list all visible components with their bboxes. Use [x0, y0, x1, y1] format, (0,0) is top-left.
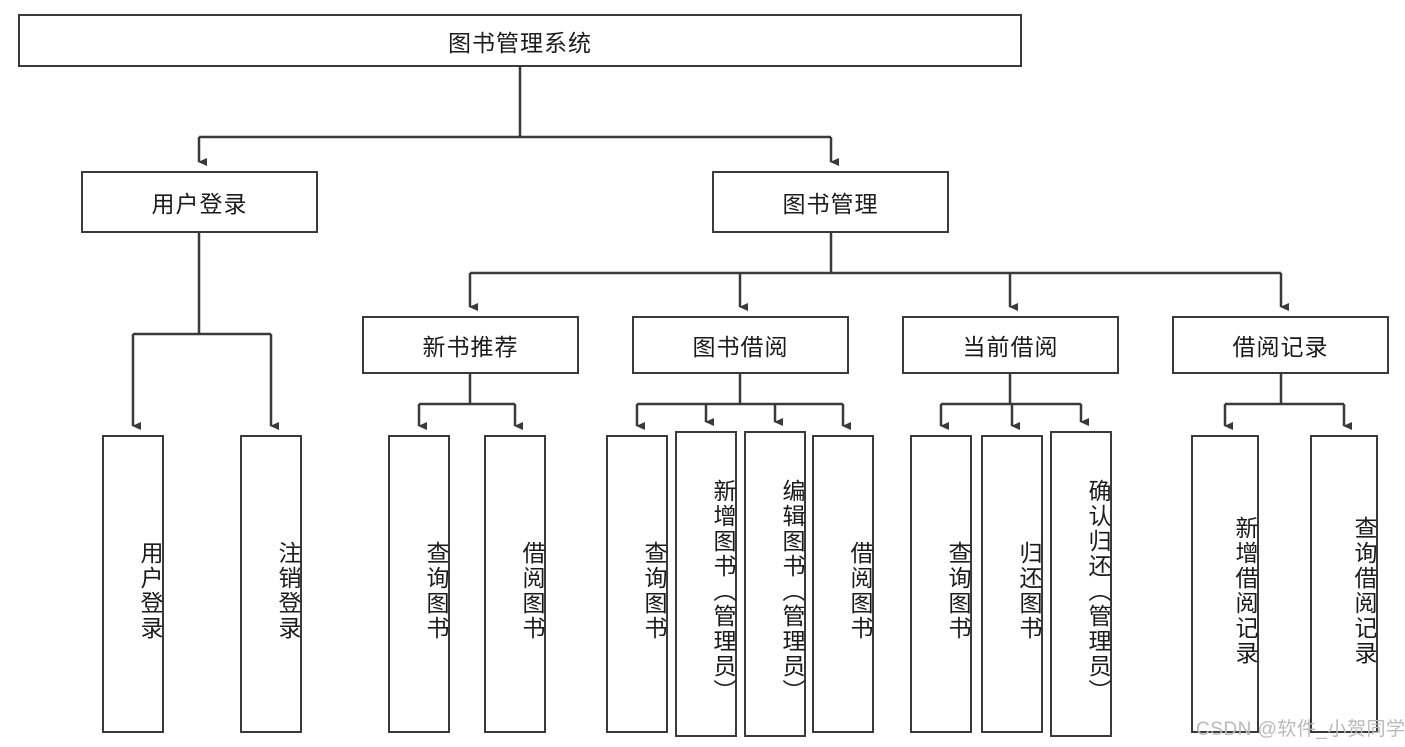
- leaf-label: 确认归还（管理员）: [1085, 478, 1111, 704]
- leaf-add-borrow-record[interactable]: 新增借阅记录: [1191, 435, 1259, 733]
- node-user-login[interactable]: 用户登录: [81, 171, 318, 233]
- leaf-query-borrow-record[interactable]: 查询借阅记录: [1310, 435, 1378, 733]
- csdn-watermark: CSDN @软件_小贺同学: [1196, 719, 1405, 740]
- leaf-label: 归还图书: [1016, 541, 1042, 641]
- leaf-label: 注销登录: [275, 541, 301, 641]
- node-book-management[interactable]: 图书管理: [712, 171, 949, 233]
- leaf-label: 借阅图书: [519, 541, 545, 641]
- leaf-user-login[interactable]: 用户登录: [102, 435, 164, 733]
- leaf-query-book-current[interactable]: 查询图书: [910, 435, 972, 733]
- leaf-label: 用户登录: [137, 541, 163, 641]
- node-borrow-record[interactable]: 借阅记录: [1172, 316, 1389, 374]
- node-new-book-recommend-label: 新书推荐: [422, 334, 519, 360]
- node-book-management-label: 图书管理: [782, 191, 879, 217]
- leaf-borrow-book[interactable]: 借阅图书: [812, 435, 874, 733]
- leaf-label: 编辑图书（管理员）: [779, 478, 805, 704]
- node-borrow-record-label: 借阅记录: [1232, 334, 1329, 360]
- leaf-label: 借阅图书: [847, 541, 873, 641]
- leaf-edit-book-admin[interactable]: 编辑图书（管理员）: [744, 431, 806, 737]
- leaf-label: 查询借阅记录: [1351, 516, 1377, 666]
- node-book-borrow[interactable]: 图书借阅: [632, 316, 849, 374]
- node-root[interactable]: 图书管理系统: [18, 14, 1022, 67]
- node-new-book-recommend[interactable]: 新书推荐: [362, 316, 579, 374]
- leaf-label: 新增借阅记录: [1232, 516, 1258, 666]
- node-user-login-label: 用户登录: [151, 191, 248, 217]
- leaf-query-book-borrow[interactable]: 查询图书: [606, 435, 668, 733]
- leaf-return-book[interactable]: 归还图书: [981, 435, 1043, 733]
- node-root-label: 图书管理系统: [448, 29, 592, 56]
- leaf-label: 查询图书: [945, 541, 971, 641]
- leaf-logout[interactable]: 注销登录: [240, 435, 302, 733]
- leaf-label: 查询图书: [423, 541, 449, 641]
- node-book-borrow-label: 图书借阅: [692, 334, 789, 360]
- leaf-confirm-return-admin[interactable]: 确认归还（管理员）: [1050, 431, 1112, 737]
- leaf-add-book-admin[interactable]: 新增图书（管理员）: [675, 431, 737, 737]
- leaf-label: 新增图书（管理员）: [710, 478, 736, 704]
- node-current-borrow-label: 当前借阅: [962, 334, 1059, 360]
- leaf-borrow-book-newbook[interactable]: 借阅图书: [484, 435, 546, 733]
- node-current-borrow[interactable]: 当前借阅: [902, 316, 1119, 374]
- leaf-label: 查询图书: [641, 541, 667, 641]
- leaf-query-book-newbook[interactable]: 查询图书: [388, 435, 450, 733]
